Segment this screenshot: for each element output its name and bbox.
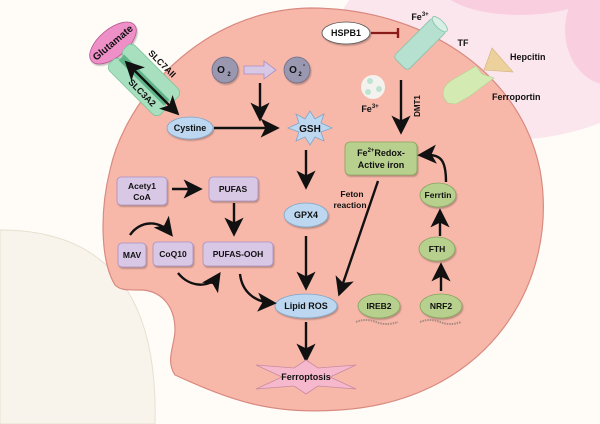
gpx4-node bbox=[283, 202, 329, 228]
ferroptosis-node bbox=[255, 359, 357, 395]
nrf2-label: NRF2 bbox=[430, 301, 452, 311]
redox-active-iron-line1: Fe2+Redox- bbox=[357, 148, 405, 158]
superoxide-superscript: - bbox=[303, 62, 306, 69]
oxidation-block-arrow bbox=[243, 60, 277, 80]
hepcitin-label: Hepcitin bbox=[510, 52, 546, 62]
redox-active-iron-line2: Active iron bbox=[358, 160, 405, 170]
glutamate-node bbox=[89, 21, 137, 65]
pufas-ooh-node bbox=[202, 241, 274, 267]
fenton-reaction-arrow bbox=[335, 180, 380, 297]
mav-node bbox=[117, 242, 147, 268]
superoxide-subscript: 2 bbox=[298, 72, 302, 78]
gsh-node bbox=[286, 110, 334, 146]
fe3-inner-label: Fe3+ bbox=[361, 104, 379, 114]
acetyl-coa-line2: CoA bbox=[133, 192, 150, 202]
superoxide-node bbox=[283, 56, 311, 84]
fth-label: FTH bbox=[429, 244, 446, 254]
gpx4-label: GPX4 bbox=[294, 210, 318, 220]
superoxide-label: O bbox=[289, 65, 297, 76]
fe3-vesicle-icon bbox=[361, 75, 385, 99]
mav-to-coq10-arrow bbox=[129, 215, 173, 237]
ireb2-mrna-icon bbox=[355, 319, 399, 325]
ferritin-label: Ferrtin bbox=[425, 190, 452, 200]
ireb2-node bbox=[357, 293, 401, 319]
coq10-label: CoQ10 bbox=[159, 249, 187, 259]
o2-label: O bbox=[217, 65, 225, 76]
pufas-label: PUFAS bbox=[219, 184, 248, 194]
hepcitin-icon bbox=[483, 47, 514, 73]
pufas-node bbox=[208, 176, 259, 202]
dmt1-label: DMT1 bbox=[413, 95, 422, 117]
neighbor-nucleus-right bbox=[565, 0, 600, 84]
cystine-label: Cystine bbox=[174, 123, 207, 133]
lipid-ros-label: Lipid ROS bbox=[284, 301, 328, 311]
mav-label: MAV bbox=[123, 250, 142, 260]
gsh-label: GSH bbox=[299, 124, 321, 135]
ferroptosis-label: Ferroptosis bbox=[281, 372, 331, 382]
acetyl-coa-line1: Acety1 bbox=[128, 181, 156, 191]
o2-node bbox=[211, 56, 239, 84]
ferritin-to-iron-arrow bbox=[417, 144, 448, 183]
transferrin-receptor bbox=[394, 16, 448, 70]
o2-subscript: 2 bbox=[227, 72, 231, 78]
nrf2-mrna-icon bbox=[419, 319, 462, 325]
fenton-label-line1: Feton bbox=[340, 189, 363, 199]
redox-active-iron-node bbox=[344, 141, 418, 176]
pufas-ooh-label: PUFAS-OOH bbox=[213, 249, 264, 259]
hspb1-node bbox=[321, 21, 371, 45]
cystine-node bbox=[166, 116, 214, 140]
fenton-label-line2: reaction bbox=[333, 200, 366, 210]
ireb2-label: IREB2 bbox=[366, 301, 391, 311]
ferroportin-icon bbox=[442, 65, 495, 105]
ferroportin-label: Ferroportin bbox=[492, 92, 541, 102]
hspb1-label: HSPB1 bbox=[331, 28, 361, 38]
glutamate-cystine-exchange-arrow bbox=[124, 60, 180, 116]
fth-node bbox=[418, 236, 456, 262]
tf-label: TF bbox=[458, 38, 469, 48]
coq10-node bbox=[152, 241, 194, 267]
coq10-to-pufas-ooh-arrow bbox=[177, 272, 221, 294]
ferritin-node bbox=[419, 182, 457, 208]
pufas-ooh-to-lipid-ros-arrow bbox=[238, 273, 277, 312]
acetyl-coa-node bbox=[116, 176, 168, 206]
neighbor-nucleus bbox=[450, 0, 590, 15]
nrf2-node bbox=[419, 293, 463, 319]
fe3-top-label: Fe3+ bbox=[411, 12, 429, 22]
